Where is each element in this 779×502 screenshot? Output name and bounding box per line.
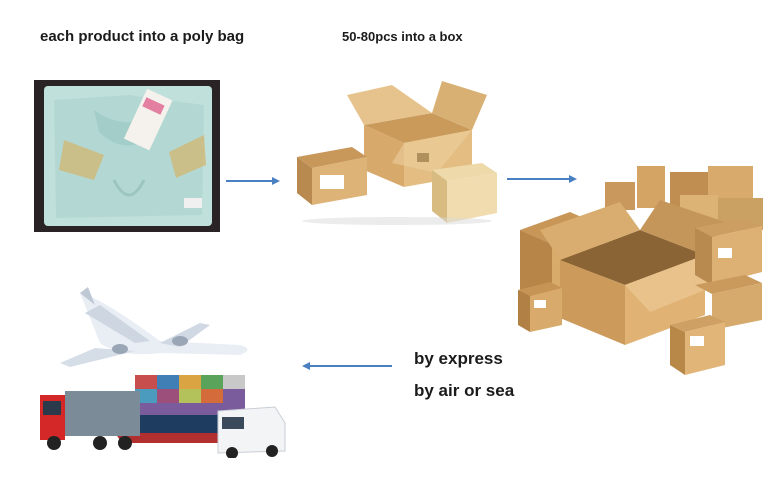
- arrow-right-icon: [507, 175, 577, 183]
- arrow-left-icon: [302, 362, 392, 370]
- box-pile-image: [518, 166, 763, 375]
- airplane-icon: [60, 287, 248, 367]
- poly-bag-photo: [34, 80, 220, 232]
- shipping-air-sea-label: by air or sea: [414, 381, 515, 400]
- step-box-label: 50-80pcs into a box: [342, 29, 463, 44]
- arrow-right-icon: [226, 177, 280, 185]
- van-icon: [217, 406, 286, 458]
- cardboard-boxes-image: [297, 81, 497, 225]
- transport-image: [40, 287, 286, 458]
- truck-icon: [40, 391, 140, 450]
- step-bag-label: each product into a poly bag: [40, 28, 245, 45]
- shipping-express-label: by express: [414, 349, 503, 368]
